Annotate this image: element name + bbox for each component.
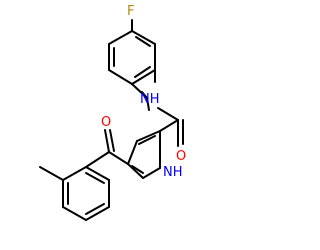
benzyl-linker (131, 69, 156, 111)
atom-f-label: F (127, 4, 134, 19)
atom-amide-nh-label: NH (140, 92, 160, 107)
pyrrole-ring (127, 130, 161, 179)
methyl-bond (39, 166, 64, 181)
tolyl-ring (62, 166, 110, 221)
ketone (85, 129, 129, 168)
atom-ketone-o-label: O (101, 115, 111, 130)
amide (157, 107, 184, 147)
atom-pyrrole-nh-label: NH (163, 165, 183, 180)
atom-amide-o-label: O (176, 149, 186, 164)
structure-diagram: F NH O NH O (39, 4, 186, 221)
fluorophenyl-ring (108, 30, 156, 85)
